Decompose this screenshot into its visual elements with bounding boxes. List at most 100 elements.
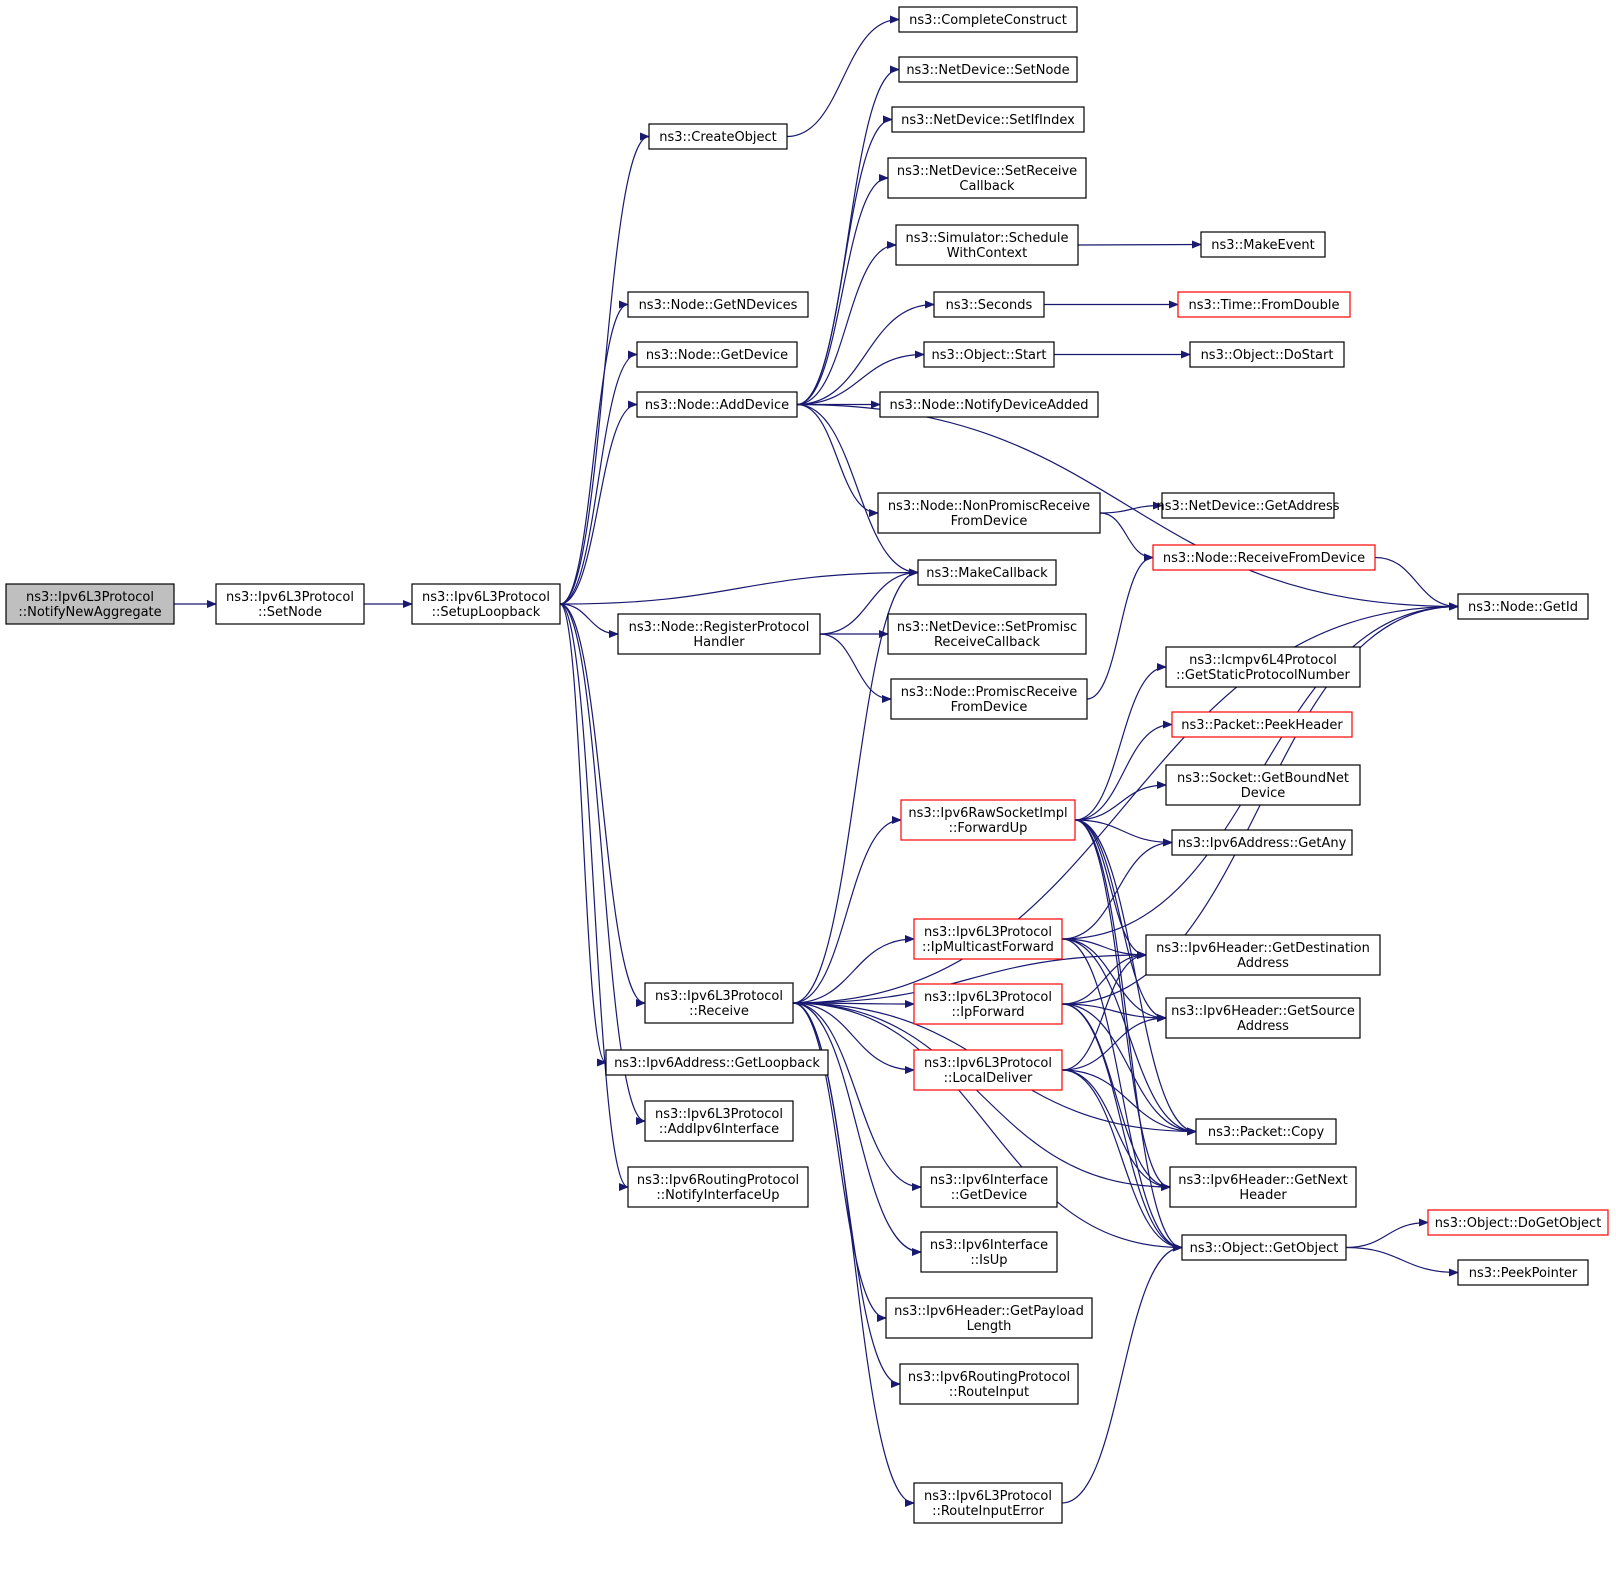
node-box	[1177, 291, 1351, 318]
node-box	[1457, 593, 1589, 620]
node-label: ::IpMulticastForward	[922, 940, 1054, 955]
node-makeevent[interactable]: ns3::MakeEvent	[1200, 231, 1326, 258]
node-setnode[interactable]: ns3::Ipv6L3Protocol::SetNode	[215, 583, 365, 625]
node-box	[917, 559, 1057, 586]
call-edge-adddevice-to-nd_setreceivecb	[796, 174, 889, 406]
node-ipforward[interactable]: ns3::Ipv6L3Protocol::IpForward	[913, 983, 1063, 1025]
call-edge-rawforwardup-to-icmpstatic	[1074, 663, 1167, 821]
node-box	[913, 918, 1063, 960]
node-label: ns3::Object::DoStart	[1201, 348, 1334, 363]
node-setuploopback[interactable]: ns3::Ipv6L3Protocol::SetupLoopback	[411, 583, 561, 625]
node-getloopback[interactable]: ns3::Ipv6Address::GetLoopback	[605, 1049, 829, 1076]
node-dogetobject[interactable]: ns3::Object::DoGetObject	[1427, 1209, 1609, 1236]
node-fromdouble[interactable]: ns3::Time::FromDouble	[1177, 291, 1351, 318]
node-ipmulticastfwd[interactable]: ns3::Ipv6L3Protocol::IpMulticastForward	[913, 918, 1063, 960]
call-edge-rawforwardup-to-getboundnet	[1074, 781, 1167, 821]
node-box	[1169, 1166, 1357, 1208]
call-edge-setuploopback-to-notifyifup	[559, 603, 629, 1191]
node-notifydeviceadded[interactable]: ns3::Node::NotifyDeviceAdded	[879, 391, 1099, 418]
node-receivefromdevice[interactable]: ns3::Node::ReceiveFromDevice	[1152, 544, 1376, 571]
node-label: ns3::Ipv6L3Protocol	[924, 925, 1052, 940]
node-label: ns3::Ipv6Address::GetLoopback	[614, 1056, 820, 1071]
node-getndevices[interactable]: ns3::Node::GetNDevices	[627, 291, 809, 318]
node-getaddress[interactable]: ns3::NetDevice::GetAddress	[1156, 492, 1340, 519]
node-box	[644, 1100, 794, 1142]
node-box	[900, 799, 1076, 841]
call-edge-ipmulticastfwd-to-pktcopy	[1061, 938, 1197, 1136]
call-edge-rawforwardup-to-getnextheader	[1074, 819, 1171, 1191]
node-label: ::SetupLoopback	[432, 605, 541, 620]
node-routeinputerror[interactable]: ns3::Ipv6L3Protocol::RouteInputError	[913, 1482, 1063, 1524]
node-getany[interactable]: ns3::Ipv6Address::GetAny	[1171, 829, 1353, 856]
node-peekpointer[interactable]: ns3::PeekPointer	[1457, 1259, 1589, 1286]
node-completeconstruct[interactable]: ns3::CompleteConstruct	[898, 6, 1078, 33]
call-edge-setuploopback-to-makecallback	[559, 568, 919, 605]
node-seconds[interactable]: ns3::Seconds	[933, 291, 1045, 318]
node-label: ns3::Node::RegisterProtocol	[629, 620, 810, 635]
node-box	[1200, 231, 1326, 258]
node-objstart[interactable]: ns3::Object::Start	[923, 341, 1055, 368]
node-getobject[interactable]: ns3::Object::GetObject	[1181, 1234, 1347, 1261]
node-label: ::IsUp	[970, 1253, 1007, 1268]
node-makecallback[interactable]: ns3::MakeCallback	[917, 559, 1057, 586]
node-receive[interactable]: ns3::Ipv6L3Protocol::Receive	[644, 982, 794, 1024]
call-edge-receive-to-routeinputerror	[792, 1002, 915, 1507]
node-label: ns3::NetDevice::SetReceive	[897, 164, 1077, 179]
node-getid[interactable]: ns3::Node::GetId	[1457, 593, 1589, 620]
call-edge-receive-to-if_getdevice	[792, 1002, 922, 1191]
node-label: ns3::Node::GetId	[1468, 600, 1578, 615]
call-edge-ipforward-to-getdestaddr	[1061, 951, 1147, 1005]
node-notifyifup[interactable]: ns3::Ipv6RoutingProtocol::NotifyInterfac…	[627, 1166, 809, 1208]
node-label: ns3::Simulator::Schedule	[905, 231, 1068, 246]
node-label: ns3::Icmpv6L4Protocol	[1189, 653, 1337, 668]
node-label: ::NotifyNewAggregate	[18, 605, 161, 620]
node-getdevice[interactable]: ns3::Node::GetDevice	[636, 341, 798, 368]
call-edge-receive-to-rawforwardup	[792, 816, 902, 1004]
node-box	[215, 583, 365, 625]
node-rawforwardup[interactable]: ns3::Ipv6RawSocketImpl::ForwardUp	[900, 799, 1076, 841]
node-localdeliver[interactable]: ns3::Ipv6L3Protocol::LocalDeliver	[913, 1049, 1063, 1091]
node-pktcopy[interactable]: ns3::Packet::Copy	[1195, 1118, 1337, 1145]
node-label: ns3::Packet::PeekHeader	[1181, 718, 1343, 733]
node-label: ns3::Socket::GetBoundNet	[1177, 771, 1349, 786]
node-peekheader[interactable]: ns3::Packet::PeekHeader	[1171, 711, 1353, 738]
node-root[interactable]: ns3::Ipv6L3Protocol::NotifyNewAggregate	[5, 583, 175, 625]
node-label: ns3::MakeCallback	[926, 566, 1048, 581]
node-setpromisccb[interactable]: ns3::NetDevice::SetPromiscReceiveCallbac…	[887, 613, 1087, 655]
node-icmpstatic[interactable]: ns3::Icmpv6L4Protocol::GetStaticProtocol…	[1165, 646, 1361, 688]
node-box	[920, 1231, 1058, 1273]
node-addipv6if[interactable]: ns3::Ipv6L3Protocol::AddIpv6Interface	[644, 1100, 794, 1142]
node-routeinput[interactable]: ns3::Ipv6RoutingProtocol::RouteInput	[899, 1363, 1079, 1405]
node-createobject[interactable]: ns3::CreateObject	[648, 123, 788, 150]
node-label: ns3::Ipv6L3Protocol	[924, 1489, 1052, 1504]
node-dostart[interactable]: ns3::Object::DoStart	[1189, 341, 1345, 368]
node-adddevice[interactable]: ns3::Node::AddDevice	[636, 391, 798, 418]
node-nd_setifindex[interactable]: ns3::NetDevice::SetIfIndex	[891, 106, 1085, 133]
node-if_isup[interactable]: ns3::Ipv6Interface::IsUp	[920, 1231, 1058, 1273]
call-edge-adddevice-to-objstart	[796, 350, 925, 406]
node-label: ns3::Object::Start	[932, 348, 1047, 363]
node-label: ns3::Ipv6RoutingProtocol	[637, 1173, 799, 1188]
node-if_getdevice[interactable]: ns3::Ipv6Interface::GetDevice	[920, 1166, 1058, 1208]
node-label: ::GetStaticProtocolNumber	[1176, 668, 1350, 683]
node-nd_setnode[interactable]: ns3::NetDevice::SetNode	[898, 56, 1078, 83]
node-label: ns3::NetDevice::SetIfIndex	[901, 113, 1075, 128]
call-edge-adddevice-to-nonpromisc	[796, 403, 879, 517]
call-edge-rawforwardup-to-getany	[1074, 819, 1173, 847]
call-edge-setuploopback-to-receive	[559, 603, 646, 1007]
node-label: ns3::NetDevice::SetPromisc	[897, 620, 1077, 635]
node-box	[933, 291, 1045, 318]
node-label: ns3::Time::FromDouble	[1189, 298, 1340, 313]
node-box	[1457, 1259, 1589, 1286]
node-label: ::AddIpv6Interface	[659, 1122, 779, 1137]
